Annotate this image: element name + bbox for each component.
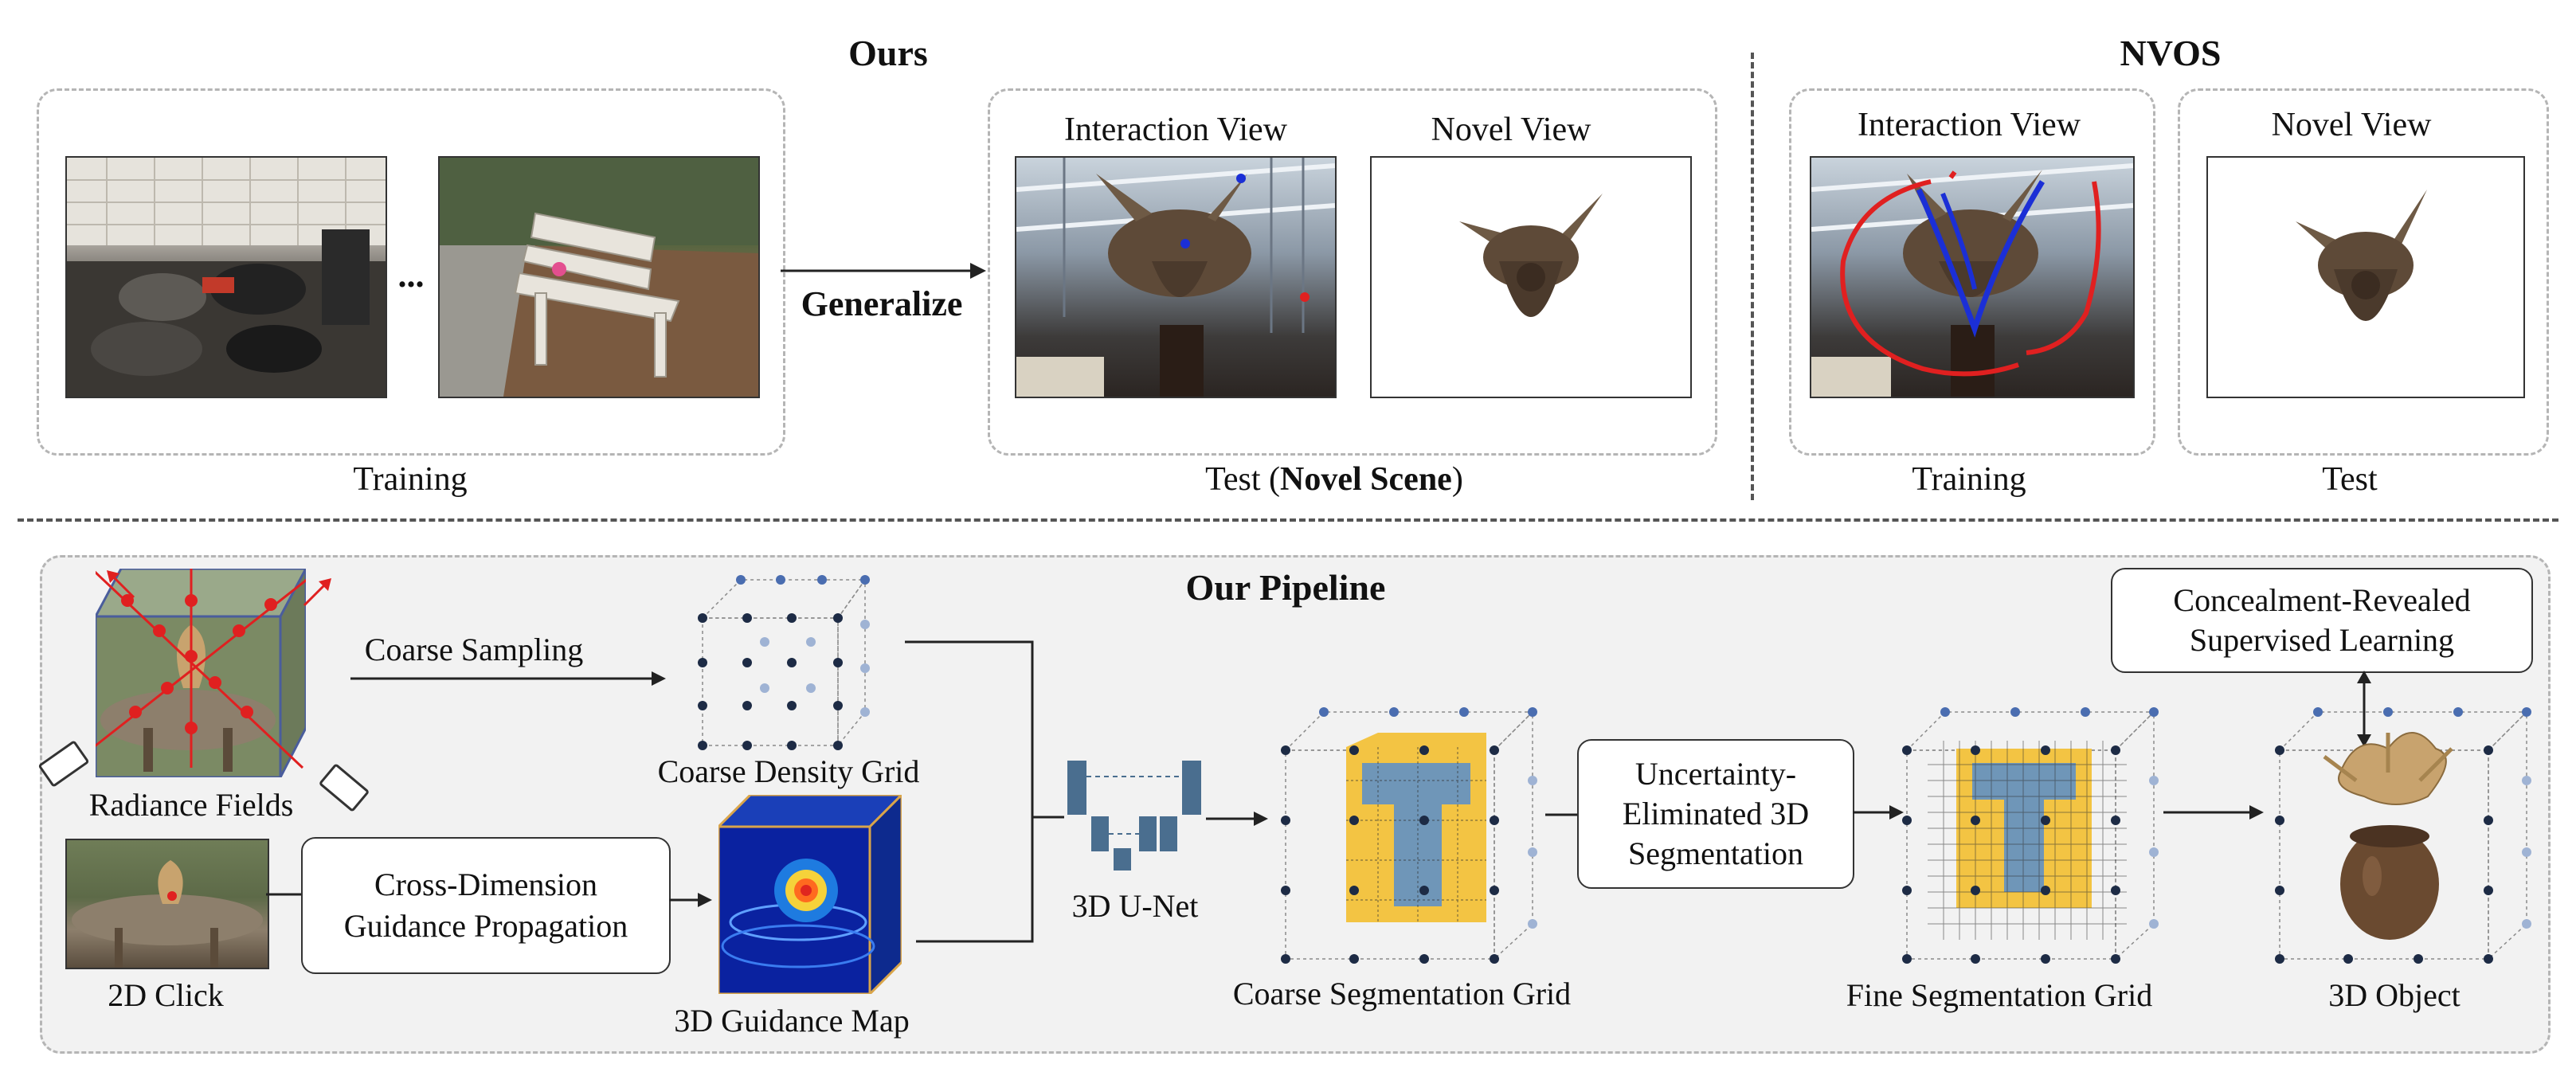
nvos-interaction-view-image <box>1810 156 2135 398</box>
nvos-training-panel <box>1789 88 2155 456</box>
uncertainty-to-fine-arrow <box>1853 805 1904 820</box>
novel-view-image <box>1370 156 1692 398</box>
cross-dimension-line1: Cross-Dimension <box>374 867 597 902</box>
cross-dimension-line2: Guidance Propagation <box>343 908 628 944</box>
test-label: Test (Novel Scene) <box>1167 460 1501 499</box>
concealment-line2: Supervised Learning <box>2189 622 2455 658</box>
training-label: Training <box>353 461 468 498</box>
generalize-label: Generalize <box>801 284 963 323</box>
guidance-map-label: 3D Guidance Map <box>674 1003 910 1039</box>
coarse-density-grid-label: Coarse Density Grid <box>657 753 920 789</box>
fine-segmentation-grid <box>1902 707 2159 964</box>
test-panel <box>988 88 1717 456</box>
interaction-view-image <box>1015 156 1337 398</box>
object-3d-label: 3D Object <box>2328 977 2461 1013</box>
coarse-seg-to-uncertainty-line <box>1545 813 1577 816</box>
horizontal-separator <box>18 518 2558 522</box>
interaction-view-label: Interaction View <box>1063 112 1288 148</box>
radiance-fields-image <box>96 569 306 777</box>
fine-to-object-arrow <box>2163 805 2264 820</box>
ellipsis: ... <box>397 256 425 295</box>
unet-label: 3D U-Net <box>1071 888 1199 924</box>
coarse-sampling-label: Coarse Sampling <box>364 632 584 667</box>
click-2d-label: 2D Click <box>108 977 224 1013</box>
concealment-box: Concealment-Revealed Supervised Learning <box>2111 568 2533 673</box>
uncertainty-line3: Segmentation <box>1628 835 1803 871</box>
nvos-title: NVOS <box>2120 33 2222 73</box>
nvos-novel-view-label: Novel View <box>2271 107 2432 143</box>
test-label-suffix: ) <box>1451 461 1463 498</box>
test-label-bold: Novel Scene <box>1280 461 1452 498</box>
coarse-density-grid <box>698 575 870 750</box>
fine-seg-grid-label: Fine Segmentation Grid <box>1846 977 2153 1013</box>
test-label-prefix: Test ( <box>1205 461 1281 498</box>
click-2d-image <box>65 839 269 969</box>
merge-connector <box>905 640 1064 943</box>
ray-arrow-top-right <box>303 578 331 607</box>
pipeline-title: Our Pipeline <box>1185 567 1386 608</box>
cross-dimension-box: Cross-Dimension Guidance Propagation <box>301 837 671 974</box>
coarse-segmentation-grid <box>1281 707 1537 964</box>
nvos-interaction-view-label: Interaction View <box>1857 107 2081 143</box>
bench-photo <box>438 156 760 398</box>
coarse-seg-grid-label: Coarse Segmentation Grid <box>1232 976 1572 1011</box>
ours-title: Ours <box>848 33 928 73</box>
nvos-novel-view-image <box>2206 156 2525 398</box>
kitchen-photo <box>65 156 387 398</box>
concealment-double-arrow <box>2357 671 2371 747</box>
vertical-separator <box>1751 53 1754 500</box>
click-to-propagation-line <box>266 893 301 896</box>
radiance-fields-label: Radiance Fields <box>88 787 294 823</box>
nvos-test-label: Test <box>2322 461 2378 498</box>
nvos-test-panel <box>2178 88 2549 456</box>
uncertainty-box: Uncertainty- Eliminated 3D Segmentation <box>1577 739 1854 889</box>
uncertainty-line2: Eliminated 3D <box>1622 796 1810 831</box>
object-3d-grid <box>2275 707 2531 964</box>
ray-arrow-top-left <box>107 570 135 599</box>
novel-view-label: Novel View <box>1431 112 1591 148</box>
nvos-training-label: Training <box>1912 461 2026 498</box>
unet-to-coarse-seg-arrow <box>1206 812 1268 826</box>
guidance-map-image <box>718 795 902 994</box>
concealment-line1: Concealment-Revealed <box>2173 582 2471 618</box>
uncertainty-line1: Uncertainty- <box>1634 756 1797 792</box>
propagation-arrow <box>669 893 712 907</box>
unet-icon <box>1067 761 1201 871</box>
coarse-sampling-arrow <box>350 671 666 686</box>
generalize-arrow <box>781 263 986 279</box>
